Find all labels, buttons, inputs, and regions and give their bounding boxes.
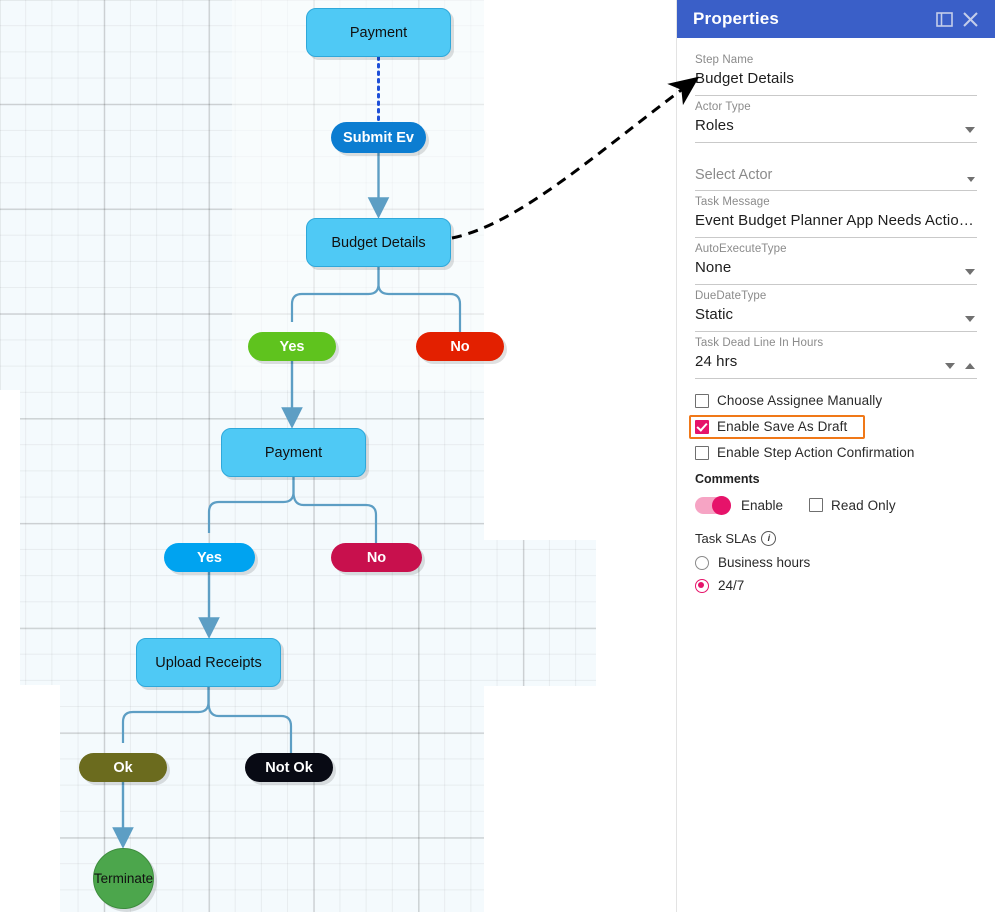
task-deadline-input[interactable]: 24 hrs — [695, 353, 738, 370]
checkbox-label: Enable Save As Draft — [717, 419, 848, 434]
flow-node-label: Payment — [264, 444, 323, 461]
field-label: AutoExecuteType — [695, 243, 787, 255]
flow-node-label: Yes — [279, 338, 305, 355]
flow-node-payment-top[interactable]: Payment — [306, 8, 451, 57]
flow-node-label: Payment — [349, 24, 408, 41]
comments-enable-label: Enable — [741, 497, 784, 513]
field-label: Actor Type — [695, 101, 751, 113]
comments-section-label: Comments — [695, 472, 760, 486]
flow-node-no-2[interactable]: No — [331, 543, 422, 572]
flow-node-label: Ok — [113, 759, 133, 776]
radio-button[interactable] — [695, 578, 709, 593]
panel-title: Properties — [693, 9, 780, 28]
checkbox-label: Enable Step Action Confirmation — [717, 445, 915, 460]
field-label: Step Name — [695, 54, 754, 66]
comments-row: Enable Read Only — [695, 492, 977, 518]
chevron-down-icon[interactable] — [965, 127, 975, 133]
checkbox-label: Choose Assignee Manually — [717, 393, 883, 408]
flow-node-ok[interactable]: Ok — [79, 753, 167, 782]
auto-execute-type-select[interactable]: None — [695, 259, 732, 276]
close-icon[interactable] — [957, 6, 983, 32]
field-task-message[interactable]: Task Message Event Budget Planner App Ne… — [695, 194, 977, 238]
toggle-knob — [712, 495, 731, 515]
flow-node-label: Budget Details — [331, 234, 426, 251]
comments-read-only-group[interactable]: Read Only — [809, 498, 896, 513]
checkbox-enable-save-as-draft-row[interactable]: Enable Save As Draft — [689, 413, 977, 440]
field-select-actor[interactable]: Select Actor — [695, 162, 977, 191]
comments-enable-toggle[interactable] — [695, 495, 731, 515]
flow-node-submit-ev[interactable]: Submit Ev — [331, 122, 426, 153]
radio-label: 24/7 — [718, 578, 745, 593]
flow-node-not-ok[interactable]: Not Ok — [245, 753, 333, 782]
field-label: Task Message — [695, 196, 770, 208]
flow-node-label: No — [366, 549, 387, 566]
actor-type-select[interactable]: Roles — [695, 117, 734, 134]
flow-node-terminate[interactable]: Terminate — [93, 848, 154, 909]
flow-node-label: Submit Ev — [343, 129, 414, 146]
properties-panel: Properties Step Name Budget Details Acto… — [676, 0, 995, 912]
task-slas-label: Task SLAs — [695, 531, 757, 546]
select-actor-placeholder[interactable]: Select Actor — [695, 167, 773, 183]
task-slas-header: Task SLAs i — [695, 531, 977, 546]
panel-spacer — [695, 146, 977, 162]
checkbox-choose-assignee-manually[interactable]: Choose Assignee Manually — [695, 388, 977, 413]
checkbox-box[interactable] — [695, 419, 709, 434]
field-label: DueDateType — [695, 290, 767, 302]
canvas-page-gutter — [0, 685, 60, 912]
flow-node-no-1[interactable]: No — [416, 332, 504, 361]
flow-node-yes-2[interactable]: Yes — [164, 543, 255, 572]
highlight-box: Enable Save As Draft — [689, 414, 865, 439]
stepper-down-icon[interactable] — [945, 363, 955, 369]
radio-business-hours[interactable]: Business hours — [695, 551, 977, 574]
step-name-input[interactable]: Budget Details — [695, 70, 794, 87]
chevron-down-icon[interactable] — [967, 177, 975, 182]
checkbox-box[interactable] — [809, 498, 824, 512]
flow-node-budget-details[interactable]: Budget Details — [306, 218, 451, 267]
panel-collapse-glyph — [935, 11, 953, 27]
radio-label: Business hours — [718, 555, 811, 570]
field-task-deadline-hours[interactable]: Task Dead Line In Hours 24 hrs — [695, 335, 977, 379]
chevron-down-icon[interactable] — [965, 316, 975, 322]
flow-node-payment-mid[interactable]: Payment — [221, 428, 366, 477]
radio-button[interactable] — [695, 555, 709, 570]
flow-node-yes-1[interactable]: Yes — [248, 332, 336, 361]
field-step-name[interactable]: Step Name Budget Details — [695, 52, 977, 96]
chevron-down-icon[interactable] — [965, 269, 975, 275]
comments-read-only-label: Read Only — [831, 497, 896, 513]
checkbox-enable-step-action-confirmation[interactable]: Enable Step Action Confirmation — [695, 440, 977, 465]
flow-node-label: No — [450, 338, 470, 355]
radio-24-7[interactable]: 24/7 — [695, 574, 977, 597]
close-glyph — [962, 11, 978, 27]
panel-collapse-icon[interactable] — [931, 6, 957, 32]
field-due-date-type[interactable]: DueDateType Static — [695, 288, 977, 332]
due-date-type-select[interactable]: Static — [695, 306, 734, 323]
properties-panel-header: Properties — [677, 0, 995, 38]
canvas-page-gutter — [484, 686, 676, 912]
checkbox-box[interactable] — [695, 393, 709, 408]
checkbox-box[interactable] — [695, 445, 709, 460]
properties-panel-body: Step Name Budget Details Actor Type Role… — [677, 38, 995, 597]
stepper-up-icon[interactable] — [965, 363, 975, 369]
flow-node-label: Upload Receipts — [155, 654, 262, 671]
field-label: Task Dead Line In Hours — [695, 337, 824, 349]
field-auto-execute-type[interactable]: AutoExecuteType None — [695, 241, 977, 285]
flow-node-upload-receipts[interactable]: Upload Receipts — [136, 638, 281, 687]
field-actor-type[interactable]: Actor Type Roles — [695, 99, 977, 143]
flow-node-label: Terminate — [93, 871, 154, 886]
info-icon[interactable]: i — [761, 531, 777, 546]
task-message-input[interactable]: Event Budget Planner App Needs Action f.… — [695, 212, 977, 229]
flow-node-label: Not Ok — [265, 759, 313, 776]
flow-node-label: Yes — [197, 549, 222, 566]
